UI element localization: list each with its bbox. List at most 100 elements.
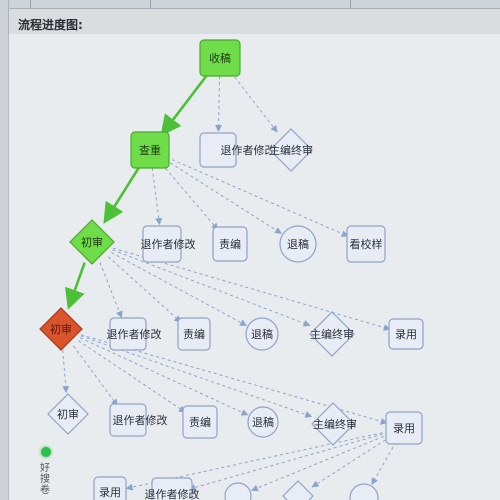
flow-node-chushen2[interactable]: 初审 (39, 307, 83, 351)
flow-node-shape (212, 226, 248, 262)
flow-node-shape (93, 476, 127, 500)
flow-node-shape (47, 393, 89, 435)
flow-edge-n_shougao-n_tui1 (215, 75, 223, 133)
flow-node-label: 录用 (99, 486, 121, 499)
flow-edge-n_luyong2-n_zhubian4 (311, 436, 391, 488)
flow-node-zhubian4[interactable] (282, 480, 314, 500)
flow-node-zhubian1[interactable]: 主编终审 (269, 128, 313, 172)
flow-node-shape (39, 307, 83, 351)
flow-node-label: 责编 (189, 415, 211, 429)
flow-node-label: 主编终审 (310, 327, 354, 341)
flow-node-label: 录用 (393, 422, 415, 435)
flow-node-label: 退稿 (287, 237, 309, 251)
flow-node-luyong3[interactable]: 录用 (93, 476, 127, 500)
flow-node-shape (109, 403, 147, 437)
flow-node-shape (388, 318, 424, 350)
flow-node-label: 录用 (395, 328, 417, 341)
flow-edge-n_chushen1-n_chushen2 (65, 262, 86, 310)
flow-node-label: 退作者修改 (145, 487, 200, 500)
flow-node-tuigao3[interactable]: 退稿 (247, 406, 279, 438)
flow-node-luyong1[interactable]: 录用 (388, 318, 424, 350)
flow-node-chushen1[interactable]: 初审 (69, 219, 115, 265)
flow-node-zebian2[interactable]: 责编 (177, 317, 211, 351)
flow-node-shape (349, 483, 379, 500)
flow-node-label: 退稿 (252, 415, 274, 429)
flow-node-chachong[interactable]: 查重 (130, 131, 170, 169)
flow-node-label: 查重 (139, 143, 161, 157)
status-dot-icon (41, 447, 51, 457)
top-bar-cell (30, 0, 151, 8)
flow-node-shape (130, 131, 170, 169)
top-bar-cell (0, 0, 31, 8)
flow-node-shape (182, 405, 218, 439)
flow-node-label: 初审 (50, 322, 72, 336)
flow-node-tuigao1[interactable]: 退稿 (279, 225, 317, 263)
flow-edge-n_chushen1-n_zebian2 (108, 256, 182, 323)
flow-edge-n_luyong2-n_tui5 (188, 431, 389, 491)
flow-node-zebian1[interactable]: 责编 (212, 226, 248, 262)
flow-node-shape (199, 132, 237, 168)
flow-node-tuigao2[interactable]: 退稿 (245, 317, 279, 351)
flow-node-shape (109, 317, 147, 351)
flow-node-label: 退稿 (251, 327, 273, 341)
flow-node-kanjiao[interactable]: 看校样 (346, 225, 386, 263)
flow-node-zhubian3[interactable]: 主编终审 (311, 402, 357, 446)
flow-edge-n_chushen2-n_tuigao3 (79, 337, 249, 416)
flow-node-label: 退作者修改 (221, 143, 276, 157)
flow-node-shape (385, 411, 423, 445)
flow-node-tui1[interactable]: 退作者修改 (199, 132, 276, 168)
flow-edge-n_chachong-n_tui2 (151, 167, 163, 226)
flow-node-label: 责编 (183, 327, 205, 341)
flow-node-luyong2[interactable]: 录用 (385, 411, 423, 445)
flow-node-shape (279, 225, 317, 263)
flow-edge-n_chushen2-n_tui4 (73, 345, 118, 407)
flow-node-shougao[interactable]: 收稿 (199, 39, 241, 77)
flow-node-shape (151, 477, 193, 500)
flow-node-shape (311, 402, 355, 446)
flow-edge-n_chushen2-n_zhubian3 (80, 335, 313, 418)
flow-node-tui4[interactable]: 退作者修改 (109, 403, 168, 437)
flow-node-shape (346, 225, 386, 263)
flow-node-tuigao4[interactable] (224, 482, 252, 500)
top-bar-cell (150, 0, 351, 8)
flow-node-shape (247, 406, 279, 438)
flow-edge-n_chachong-n_kanjiao (166, 156, 349, 237)
flow-node-label: 初审 (57, 407, 79, 421)
flow-node-chushen3[interactable]: 初审 (47, 393, 89, 435)
page-title: 流程进度图: (18, 18, 83, 32)
flow-node-label: 责编 (219, 237, 241, 251)
flow-node-shape (245, 317, 279, 351)
flow-edge-n_chushen1-n_zhubian2 (112, 249, 311, 327)
flow-node-shape (69, 219, 115, 265)
flow-edge-n_luyong2-n_extra (371, 441, 397, 485)
flow-node-zebian3[interactable]: 责编 (182, 405, 218, 439)
sidebar-label[interactable]: 好搜卷 (40, 463, 50, 496)
flow-node-label: 初审 (81, 235, 103, 249)
flow-node-label: 收稿 (209, 51, 231, 65)
flow-node-extra[interactable] (349, 483, 379, 500)
flow-node-shape (199, 39, 241, 77)
flow-edge-n_shougao-n_zhubian1 (230, 71, 278, 133)
flow-edge-n_chachong-n_zebian1 (161, 163, 219, 231)
flow-edge-n_luyong2-n_tuigao4 (250, 433, 390, 492)
flow-edge-n_chushen2-n_zebian3 (78, 340, 186, 413)
flow-node-label: 退作者修改 (141, 237, 196, 251)
flow-node-shape (142, 225, 182, 263)
flow-node-label: 退作者修改 (107, 327, 162, 341)
flow-edge-n_chushen1-n_tuigao2 (111, 252, 248, 326)
flow-edge-n_chushen1-n_tui3 (99, 262, 123, 319)
flow-node-shape (177, 317, 211, 351)
flow-node-label: 看校样 (350, 237, 383, 251)
flow-edge-n_chachong-n_chushen1 (103, 164, 142, 224)
flow-node-zhubian2[interactable]: 主编终审 (309, 311, 355, 357)
flow-node-tui5[interactable]: 退作者修改 (145, 477, 200, 500)
flow-node-tui2[interactable]: 退作者修改 (141, 225, 196, 263)
flow-node-tui3[interactable]: 退作者修改 (107, 317, 162, 351)
window-top-bar (0, 0, 500, 9)
flow-node-shape (269, 128, 313, 172)
flow-edge-n_chachong-n_tuigao1 (164, 159, 282, 234)
flow-node-label: 主编终审 (269, 143, 313, 157)
flow-node-shape (224, 482, 252, 500)
flow-edge-n_chushen2-n_chushen3 (62, 349, 70, 394)
